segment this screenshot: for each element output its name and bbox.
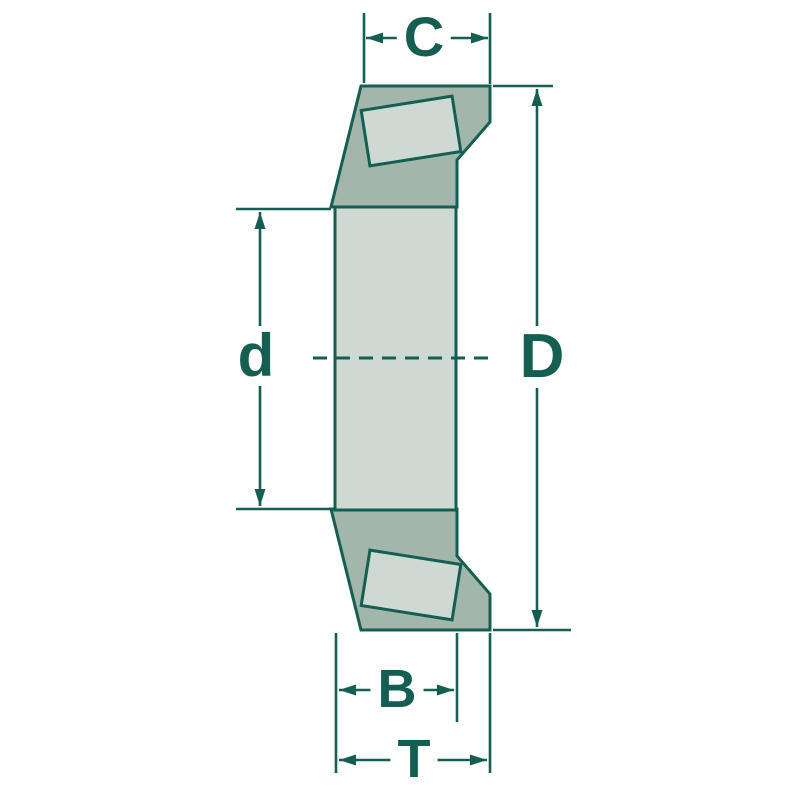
dim-label-cone-width: B [370, 662, 424, 716]
dim-c-arrowhead-right [471, 32, 488, 44]
dim-label-bore-diameter: d [230, 326, 282, 386]
dim-label-cup-width: C [396, 9, 452, 65]
bearing-section [313, 84, 492, 632]
dim-d-arrowhead-top [254, 212, 266, 229]
roller-bottom [359, 548, 463, 622]
dim-t-arrowhead-left [339, 754, 356, 766]
dim-c-arrowhead-left [366, 32, 383, 44]
dim-label-total-width: T [390, 732, 438, 786]
dim-label-outer-diameter: D [512, 326, 572, 388]
dim-b-arrowhead-left [339, 684, 356, 696]
dim-d-arrowhead-bottom [254, 489, 266, 506]
dim-t-arrowhead-right [470, 754, 487, 766]
roller-top [359, 94, 463, 168]
dim-D-arrowhead-bottom [531, 610, 543, 627]
dim-b-arrowhead-right [437, 684, 454, 696]
dim-D-arrowhead-top [531, 89, 543, 106]
